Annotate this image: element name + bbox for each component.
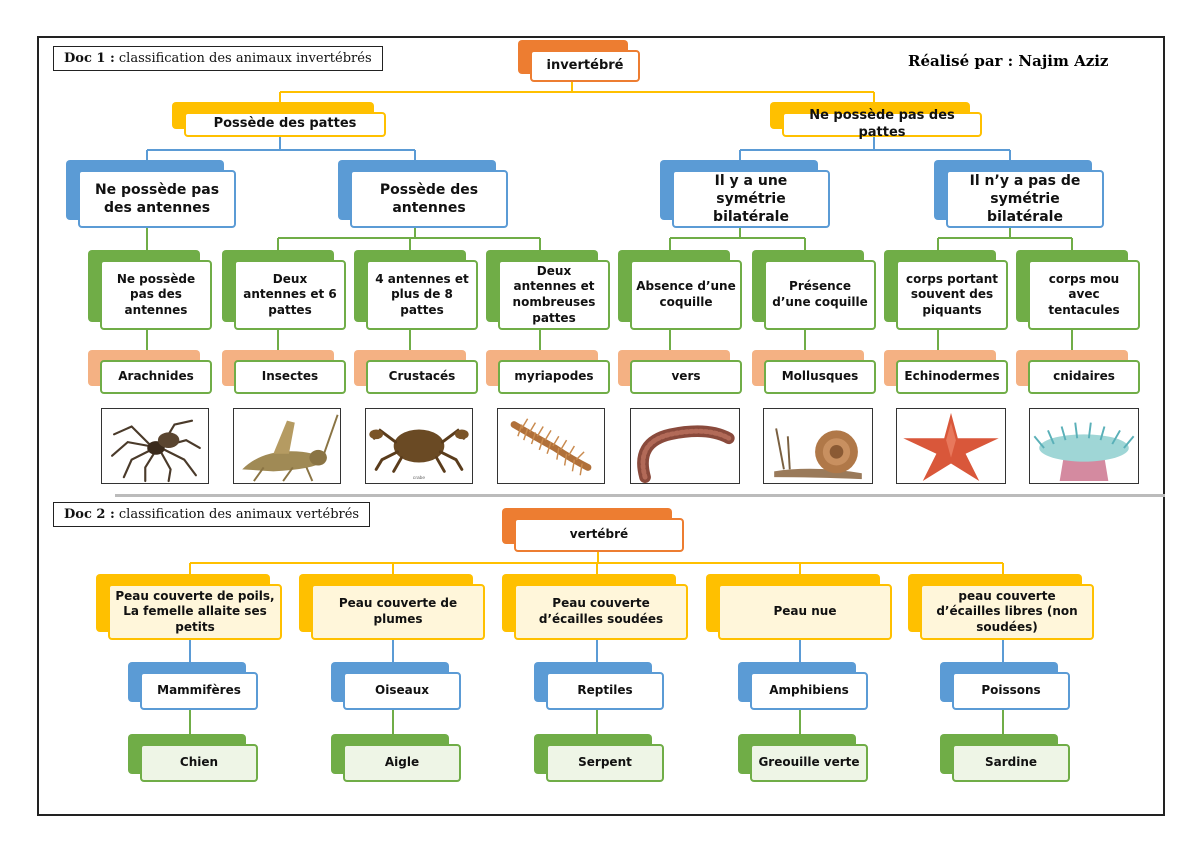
node-level3-1: Deux antennes et 6 pattes (222, 250, 346, 330)
node-level3-6: corps portant souvent des piquants (884, 250, 1008, 330)
node-label: Crustacés (366, 360, 478, 394)
node-label: vers (630, 360, 742, 394)
node-level2-1: Possède des antennes (338, 160, 508, 228)
doc1-title: classification des animaux invertébrés (118, 51, 372, 66)
node-group-3: myriapodes (486, 350, 610, 394)
node-label: Arachnides (100, 360, 212, 394)
node-example-0: Chien (128, 734, 258, 782)
node-label: Oiseaux (343, 672, 461, 710)
node-label: corps mou avec tentacules (1028, 260, 1140, 330)
node-label: Greouille verte (750, 744, 868, 782)
node-label: Serpent (546, 744, 664, 782)
node-group-5: Mollusques (752, 350, 876, 394)
node-trait-2: Peau couverte d’écailles soudées (502, 574, 688, 640)
node-label: Deux antennes et nombreuses pattes (498, 260, 610, 330)
node-level3-3: Deux antennes et nombreuses pattes (486, 250, 610, 330)
node-label: Sardine (952, 744, 1070, 782)
node-label: corps portant souvent des piquants (896, 260, 1008, 330)
node-ne-possede-pas-pattes: Ne possède pas des pattes (770, 102, 982, 140)
node-label: Présence d’une coquille (764, 260, 876, 330)
node-example-2: Serpent (534, 734, 664, 782)
node-level3-0: Ne possède pas des antennes (88, 250, 212, 330)
node-level2-0: Ne possède pas des antennes (66, 160, 236, 228)
node-group-1: Insectes (222, 350, 346, 394)
node-example-1: Aigle (331, 734, 461, 782)
node-class-3: Amphibiens (738, 662, 868, 710)
crab-image: crabe (365, 408, 473, 484)
node-label: Poissons (952, 672, 1070, 710)
node-label: Ne possède pas des antennes (78, 170, 236, 228)
starfish-image (896, 408, 1006, 484)
node-label: Il n’y a pas de symétrie bilatérale (946, 170, 1104, 228)
node-label: Peau nue (718, 584, 892, 640)
node-label: Possède des pattes (184, 112, 386, 137)
doc2-label: Doc 2 : (64, 507, 115, 522)
node-label: cnidaires (1028, 360, 1140, 394)
node-label: Possède des antennes (350, 170, 508, 228)
node-level3-2: 4 antennes et plus de 8 pattes (354, 250, 478, 330)
doc2-title: classification des animaux vertébrés (118, 507, 360, 522)
node-label: Deux antennes et 6 pattes (234, 260, 346, 330)
node-vertebre: vertébré (502, 508, 684, 552)
node-label: Il y a une symétrie bilatérale (672, 170, 830, 228)
centipede-image (497, 408, 605, 484)
node-level3-5: Présence d’une coquille (752, 250, 876, 330)
node-label: Echinodermes (896, 360, 1008, 394)
doc1-label: Doc 1 : (64, 51, 115, 66)
node-label: Mammifères (140, 672, 258, 710)
doc2-caption: Doc 2 : classification des animaux verté… (53, 502, 371, 527)
node-class-2: Reptiles (534, 662, 664, 710)
node-label: Peau couverte de poils, La femelle allai… (108, 584, 282, 640)
node-trait-3: Peau nue (706, 574, 892, 640)
section-divider (115, 494, 1165, 497)
snail-image (763, 408, 873, 484)
node-group-2: Crustacés (354, 350, 478, 394)
node-level3-7: corps mou avec tentacules (1016, 250, 1140, 330)
node-group-7: cnidaires (1016, 350, 1140, 394)
crab-caption: crabe (413, 475, 425, 481)
node-label: Peau couverte de plumes (311, 584, 485, 640)
node-group-6: Echinodermes (884, 350, 1008, 394)
node-group-0: Arachnides (88, 350, 212, 394)
page-frame (37, 36, 1165, 816)
node-label: Peau couverte d’écailles soudées (514, 584, 688, 640)
node-possede-pattes: Possède des pattes (172, 102, 386, 137)
spider-image (101, 408, 209, 484)
node-group-4: vers (618, 350, 742, 394)
node-label: vertébré (514, 518, 684, 552)
node-trait-1: Peau couverte de plumes (299, 574, 485, 640)
sea-anemone-image (1029, 408, 1139, 484)
node-label: Mollusques (764, 360, 876, 394)
node-level3-4: Absence d’une coquille (618, 250, 742, 330)
node-label: Ne possède pas des antennes (100, 260, 212, 330)
node-example-4: Sardine (940, 734, 1070, 782)
node-example-3: Greouille verte (738, 734, 868, 782)
worm-image (630, 408, 740, 484)
node-label: Reptiles (546, 672, 664, 710)
node-label: Aigle (343, 744, 461, 782)
node-level2-3: Il n’y a pas de symétrie bilatérale (934, 160, 1104, 228)
node-label: Insectes (234, 360, 346, 394)
node-invertebre: invertébré (518, 40, 640, 82)
node-label: peau couverte d’écailles libres (non sou… (920, 584, 1094, 640)
grasshopper-image (233, 408, 341, 484)
doc1-caption: Doc 1 : classification des animaux inver… (53, 46, 383, 71)
node-label: Chien (140, 744, 258, 782)
node-class-4: Poissons (940, 662, 1070, 710)
node-label: Amphibiens (750, 672, 868, 710)
author-credit: Réalisé par : Najim Aziz (908, 52, 1109, 70)
node-class-1: Oiseaux (331, 662, 461, 710)
node-label: invertébré (530, 50, 640, 82)
node-trait-4: peau couverte d’écailles libres (non sou… (908, 574, 1094, 640)
node-label: myriapodes (498, 360, 610, 394)
node-label: Ne possède pas des pattes (782, 108, 982, 140)
node-label: Absence d’une coquille (630, 260, 742, 330)
node-label: 4 antennes et plus de 8 pattes (366, 260, 478, 330)
node-class-0: Mammifères (128, 662, 258, 710)
node-level2-2: Il y a une symétrie bilatérale (660, 160, 830, 228)
node-trait-0: Peau couverte de poils, La femelle allai… (96, 574, 282, 640)
